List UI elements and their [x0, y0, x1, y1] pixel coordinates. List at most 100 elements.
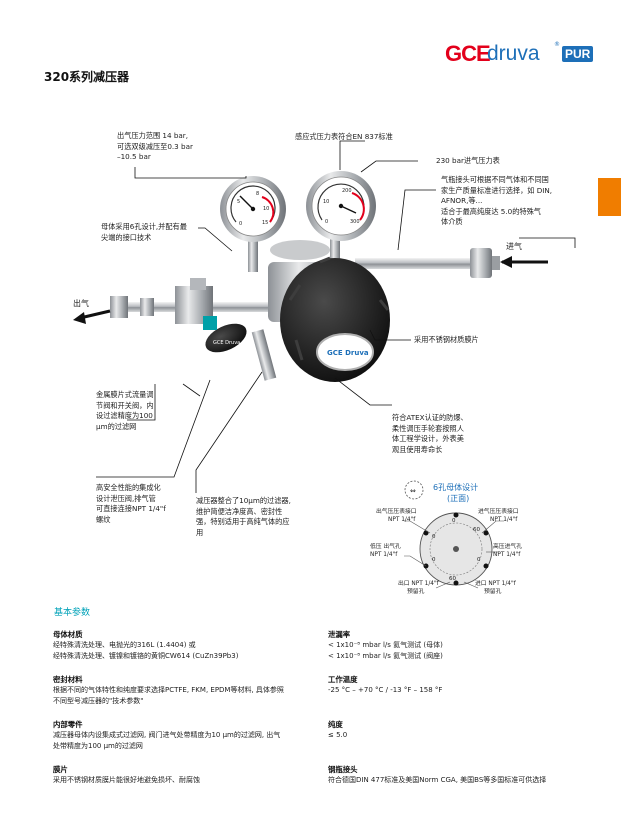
- spec-seal-material: 密封材料 根据不同的气体特性和纯度要求选择PCTFE, FKM, EPDM等材料…: [53, 674, 284, 706]
- spec-diaphragm: 膜片 采用不锈钢材质膜片能很好地避免损坏、耐腐蚀: [53, 764, 200, 786]
- annotation-inlet-gauge: 230 bar进气压力表: [436, 156, 500, 165]
- annotation-line: AFNOR,等...: [441, 196, 483, 205]
- spec-cylinder-connection: 钢瓶接头 符合德国DIN 477标准及美国Norm CGA, 美国BS等多国标准…: [328, 764, 546, 786]
- spec-line: 不同型号减压器的"技术参数": [53, 696, 144, 705]
- valve-teal-ring: [203, 316, 217, 330]
- label-high-inlet: 高压进气孔 NPT 1/4"f: [493, 543, 522, 559]
- spec-title: 密封材料: [53, 675, 83, 684]
- label-line: NPT 1/4"f: [490, 517, 518, 523]
- port-diagram-icon: [404, 480, 424, 500]
- dial-number: 0: [432, 557, 436, 563]
- annotation-line: 螺纹: [96, 514, 111, 524]
- left-gauge-tick: 8: [256, 191, 259, 197]
- label-inlet-plug: 进口 NPT 1/4"f 预留孔: [475, 580, 516, 596]
- annotation-line: 观且使用寿命长: [392, 444, 443, 454]
- label-inlet-gauge-port: 进气压压表接口 NPT 1/4"f: [478, 508, 519, 524]
- spec-line: 经特殊清洗处理、镀镍和镀铬的黄铜CW614 (CuZn39Pb3): [53, 651, 239, 660]
- port-diagram-icon-arrows: ⇔: [410, 487, 416, 495]
- annotation-line: 体工程学设计，外表美: [392, 434, 464, 443]
- spec-line: < 1x10⁻⁸ mbar l/s 氦气测试 (阀座): [328, 651, 443, 660]
- annotation-line: 金属膜片式流量调: [96, 390, 154, 399]
- spec-leak-rate: 泄漏率 < 1x10⁻⁸ mbar l/s 氦气测试 (母体) < 1x10⁻⁸…: [328, 629, 443, 661]
- left-gauge-tick: 0: [239, 221, 242, 227]
- port-leaders: [404, 520, 504, 589]
- spec-line: 根据不同的气体特性和纯度要求选择PCTFE, FKM, EPDM等材料, 具体参…: [53, 686, 284, 694]
- port-diagram-inner-ring: [429, 522, 483, 576]
- spec-line: 符合德国DIN 477标准及美国Norm CGA, 美国BS等多国标准可供选择: [328, 776, 547, 784]
- port-diagram: ⇔ 0 60 0 60 0 0: [404, 480, 504, 589]
- inlet-nipple: [492, 256, 500, 270]
- spec-internal-parts: 内部零件 减压器母体内设集成式过滤网, 阀门进气处带精度为10 μm的过滤网, …: [53, 719, 280, 751]
- label-line: 出口 NPT 1/4"f: [398, 581, 439, 587]
- knob-brand-label: GCE Druva: [327, 349, 369, 357]
- spec-title: 膜片: [53, 765, 68, 774]
- relief-tube: [251, 329, 277, 381]
- annotation-line: μm的过滤网: [96, 421, 137, 431]
- outlet-nut: [140, 298, 154, 316]
- annotation-line: 设计泄压阀,排气管: [96, 493, 156, 503]
- label-outlet-plug: 出口 NPT 1/4"f 预留孔: [398, 580, 439, 596]
- spec-title: 母体材质: [53, 630, 83, 639]
- spec-title: 工作温度: [328, 675, 358, 684]
- outlet-arrow: [73, 309, 111, 324]
- label-line: 出气压压表接口: [376, 509, 417, 515]
- annotation-filter: 减压器整合了10μm的过滤器, 维护简便洁净度高、密封性 强，特别适用于高纯气体…: [196, 496, 291, 538]
- dial-number: 0: [477, 557, 481, 563]
- annotation-line: 家生产质量标准进行选择，如 DIN,: [441, 185, 553, 195]
- annotation-line: 设过滤精度为100: [96, 411, 153, 420]
- dial-number: 0: [432, 534, 436, 540]
- logo-reg: ®: [554, 41, 560, 48]
- port-diagram-center: [453, 546, 459, 552]
- annotation-safety-valve: 高安全性能的集成化 设计泄压阀,排气管 可直接连接NPT 1/4"f 螺纹: [96, 483, 166, 525]
- right-gauge-stem: [330, 230, 340, 270]
- annotation-line: 尖端的接口技术: [101, 232, 152, 242]
- valve-stem: [190, 278, 206, 290]
- annotation-atex: 符合ATEX认证的防爆、 柔性调压手轮套按照人 体工程学设计，外表美 观且使用寿…: [392, 413, 468, 455]
- inlet-pipe: [355, 258, 475, 269]
- annotation-line: 维护简便洁净度高、密封性: [196, 506, 283, 516]
- label-line: 进口 NPT 1/4"f: [475, 581, 516, 587]
- specs-header: 基本参数: [54, 608, 91, 618]
- outlet-label: 出气: [73, 299, 89, 308]
- inlet-label: 进气: [506, 242, 522, 251]
- annotation-metal-valve: 金属膜片式流量调 节阀和开关阀，内 设过滤精度为100 μm的过滤网: [96, 390, 154, 432]
- dial-number: 60: [449, 576, 456, 582]
- annotation-line: 体介质: [441, 217, 463, 226]
- inlet-nut: [470, 248, 492, 278]
- annotation-line: 强，特别适用于高纯气体的应: [196, 517, 290, 526]
- annotation-line: 柔性调压手轮套按照人: [392, 423, 464, 433]
- spec-line: 经特殊清洗处理、电抛光的316L (1.4404) 或: [53, 641, 196, 649]
- annotation-body-ports: 母体采用6孔设计,并配有最 尖端的接口技术: [101, 222, 187, 243]
- label-line: NPT 1/4"f: [370, 552, 398, 558]
- valve-brand-label: GCE Druva: [213, 340, 240, 346]
- annotation-outlet-pressure: 出气压力范围 14 bar, 可选双级减压至0.3 bar –10.5 bar: [117, 131, 193, 163]
- spec-line: < 1x10⁻⁸ mbar l/s 氦气测试 (母体): [328, 641, 443, 649]
- label-line: 低压 出气孔: [370, 544, 401, 550]
- annotation-line: 可选双级减压至0.3 bar: [117, 141, 193, 151]
- spec-temperature: 工作温度 -25 °C – +70 °C / -13 °F – 158 °F: [328, 674, 442, 696]
- annotation-line: 高安全性能的集成化: [96, 483, 161, 492]
- spec-line: 减压器母体内设集成式过滤网, 阀门进气处带精度为10 μm的过滤网, 出气: [53, 731, 281, 739]
- right-pressure-gauge: 0 10 200 300: [306, 171, 376, 241]
- label-line: NPT 1/4"f: [493, 552, 521, 558]
- spec-line: 采用不锈钢材质膜片能很好地避免损坏、耐腐蚀: [53, 776, 200, 784]
- regulator-illustration: GCE Druva 0 5 8 10 15 0 10 200 300: [73, 140, 576, 493]
- right-gauge-tick: 0: [325, 219, 328, 225]
- logo-pur: PUR: [562, 46, 594, 62]
- annotation-line: 出气压力范围 14 bar,: [117, 131, 189, 140]
- left-gauge-tick: 5: [237, 199, 240, 205]
- left-pressure-gauge: 0 5 8 10 15: [220, 176, 286, 242]
- spec-purity: 纯度 ≤ 5.0: [328, 719, 347, 741]
- dial-number: 60: [473, 527, 480, 533]
- annotation-gauge-standard: 感应式压力表符合EN 837标准: [295, 132, 393, 141]
- annotation-line: 母体采用6孔设计,并配有最: [101, 222, 187, 231]
- annotation-line: 可直接连接NPT 1/4"f: [96, 504, 166, 513]
- right-gauge-tick: 300: [350, 219, 360, 225]
- label-line: NPT 1/4"f: [388, 517, 416, 523]
- adjustment-knob: GCE Druva: [280, 256, 390, 382]
- port-diagram-subtitle: (正面): [447, 494, 470, 503]
- label-line: 高压进气孔: [493, 544, 522, 550]
- annotation-line: 节阀和开关阀，内: [96, 400, 154, 410]
- label-line: 进气压压表接口: [478, 509, 519, 515]
- spec-title: 纯度: [328, 720, 343, 729]
